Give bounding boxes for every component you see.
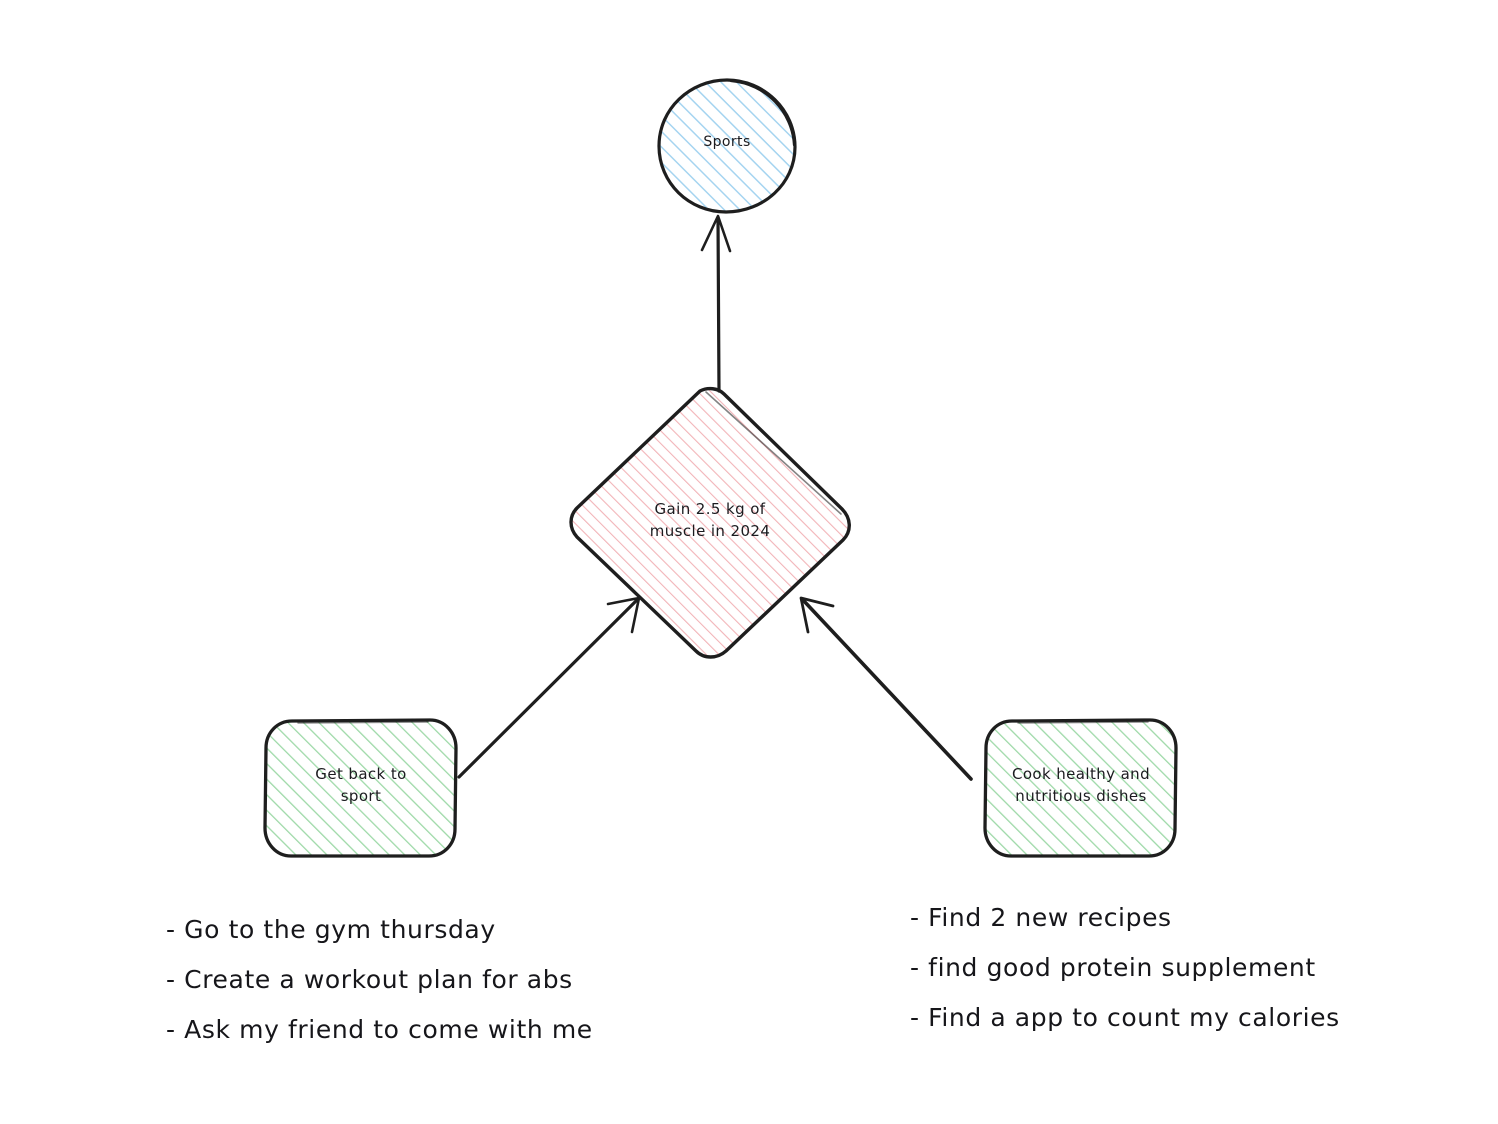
- task-list-item: - Find 2 new recipes: [910, 903, 1172, 932]
- task-list-item: - find good protein supplement: [910, 953, 1316, 982]
- goal-node-shape: [569, 386, 851, 659]
- sports-node-shape: [657, 78, 797, 214]
- node-get-back-to-sport[interactable]: [263, 718, 458, 858]
- edge-cook-box-to-goal[interactable]: [799, 596, 973, 781]
- node-cook-healthy[interactable]: [983, 718, 1178, 858]
- edge-sport-box-to-goal-arrowhead: [606, 596, 641, 634]
- edge-goal-to-sports-arrowhead: [700, 214, 732, 253]
- sports-node-sketch-stroke: [729, 79, 796, 147]
- edge-cook-box-to-goal-arrowhead: [799, 596, 835, 634]
- task-list-nutrition: - Find 2 new recipes - find good protein…: [910, 893, 1340, 1043]
- task-list-item: - Go to the gym thursday: [166, 915, 496, 944]
- node-sports[interactable]: [657, 78, 797, 214]
- right-box-sketch-stroke: [1017, 721, 1149, 724]
- task-list-item: - Find a app to count my calories: [910, 1003, 1340, 1032]
- right-box-shape: [983, 718, 1178, 858]
- edge-cook-box-to-goal-line: [801, 598, 973, 781]
- edge-sport-box-to-goal[interactable]: [457, 596, 641, 779]
- task-list-item: - Ask my friend to come with me: [166, 1015, 593, 1044]
- task-list-item: - Create a workout plan for abs: [166, 965, 573, 994]
- edge-goal-to-sports[interactable]: [700, 214, 732, 393]
- node-goal[interactable]: [569, 386, 851, 659]
- left-box-shape: [263, 718, 458, 858]
- edge-sport-box-to-goal-line: [457, 598, 639, 779]
- task-list-sport: - Go to the gym thursday - Create a work…: [166, 905, 593, 1055]
- edge-goal-to-sports-line: [716, 216, 721, 393]
- left-box-sketch-stroke: [297, 721, 429, 724]
- goal-node-sketch-stroke: [705, 391, 842, 515]
